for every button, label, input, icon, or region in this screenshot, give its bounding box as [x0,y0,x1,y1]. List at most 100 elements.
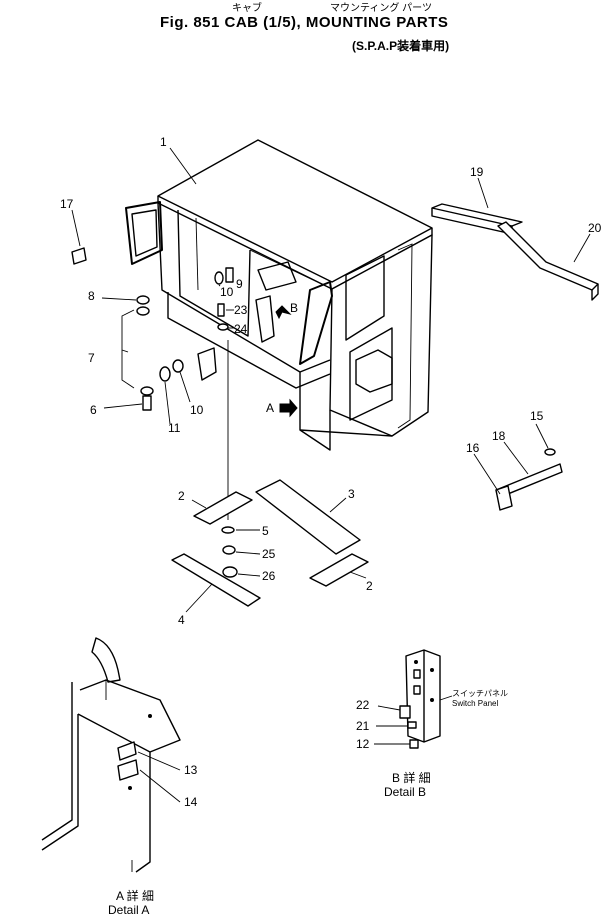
washer-10a-icon [214,271,224,285]
callout-20: 20 [588,221,602,235]
callout-16: 16 [466,441,480,455]
leader-7 [121,349,129,353]
callout-2b: 2 [366,579,373,593]
leader-19 [477,177,489,209]
switch-panel-en: Switch Panel [452,699,498,708]
leader-22 [377,705,401,711]
mount-block [197,347,217,381]
door-handle-right [299,281,333,365]
strip-20 [497,221,599,291]
detail-a-floor [77,679,181,753]
arrow-b-icon [275,305,292,320]
detail-a-outer-left [41,682,73,841]
detail-b-slot-1 [413,669,421,679]
detail-b-slot-2 [413,685,421,695]
cab-assembly [125,139,433,451]
leader-4 [185,583,213,613]
leader-15 [535,423,549,449]
detail-a-hole-2 [128,786,132,790]
nut-26-icon [222,566,238,578]
detail-b: 22 21 12 スイッチパネル Switch Panel B 詳 細 Deta… [356,649,508,799]
callout-8: 8 [88,289,95,303]
leader-14 [139,769,181,803]
leader-2b [349,571,367,579]
callout-10b: 10 [190,403,204,417]
detail-b-label-jp: B 詳 細 [392,770,431,785]
view-a-marker: A [266,401,274,415]
leader-13 [137,751,181,771]
figure-subtitle: (S.P.A.P装着車用) [352,38,449,53]
callout-4: 4 [178,613,185,627]
leader-18 [503,441,529,475]
washer-7b-icon [140,386,154,396]
detail-b-hole-3 [430,698,434,702]
leader-11 [164,381,171,425]
callout-10a: 10 [220,285,234,299]
detail-a-inner-left [41,714,79,851]
switch-bracket [255,295,275,343]
leader-10a [218,284,221,287]
detail-b-hole-1 [414,660,418,664]
inner-top-line [249,249,331,289]
leader-17 [71,209,81,247]
inner-rear-wall [177,209,251,337]
view-b-marker: B [290,301,298,315]
bolt-6-icon [142,395,152,411]
kana-cab: キャブ [232,1,262,14]
detail-b-hole-2 [430,668,434,672]
part-13-icon [117,741,137,761]
plate-2-upper [193,491,253,525]
callout-13: 13 [184,763,198,777]
cap-17 [71,247,87,265]
part-14-icon [117,759,139,781]
detail-a-label-en: Detail A [108,903,149,917]
detail-b-label-en: Detail B [384,785,426,799]
detail-a-label-jp: A 詳 細 [116,888,154,903]
callout-21: 21 [356,719,370,733]
callout-3: 3 [348,487,355,501]
leader-6 [103,403,143,409]
callout-6: 6 [90,403,97,417]
view-arrow-b: B [275,301,298,320]
side-pillar [397,243,413,429]
callout-19: 19 [470,165,484,179]
washer-5-icon [221,526,235,534]
washer-7a-icon [136,306,150,316]
door-frame-left [125,201,163,265]
leader-16 [473,453,501,495]
washer-8-icon [136,295,150,305]
detail-a: 13 14 A 詳 細 Detail A [41,637,198,917]
inner-bracket [257,261,297,291]
arrow-a-icon [279,398,298,418]
side-window-lower [349,327,393,421]
leader-2a [191,499,207,509]
callout-23: 23 [234,303,248,317]
strip-16 [495,485,513,511]
inner-box [355,349,393,393]
view-arrow-a: A [266,398,298,418]
leader-switch-panel [439,695,453,701]
leader-3 [329,497,347,513]
callout-2a: 2 [178,489,185,503]
callout-25: 25 [262,547,276,561]
part-22-icon [399,705,411,719]
kana-mounting-parts: マウンティング パーツ [330,1,432,14]
callout-12: 12 [356,737,370,751]
cab-rear-post [299,372,331,451]
figure-title: Fig. 851 CAB (1/5), MOUNTING PARTS [160,14,448,31]
callout-17: 17 [60,197,74,211]
washer-25-icon [222,545,236,555]
callout-18: 18 [492,429,506,443]
part-21-icon [407,721,417,729]
leader-20 [573,233,591,263]
plate-3 [255,479,361,555]
leader-10b [179,371,191,403]
leader-8 [101,297,137,301]
screw-23-icon [217,303,225,317]
callout-26: 26 [262,569,276,583]
callout-22: 22 [356,698,370,712]
cab-floor-front [157,202,331,373]
shim-4 [171,553,261,607]
callout-9: 9 [236,277,243,291]
callout-15: 15 [530,409,544,423]
